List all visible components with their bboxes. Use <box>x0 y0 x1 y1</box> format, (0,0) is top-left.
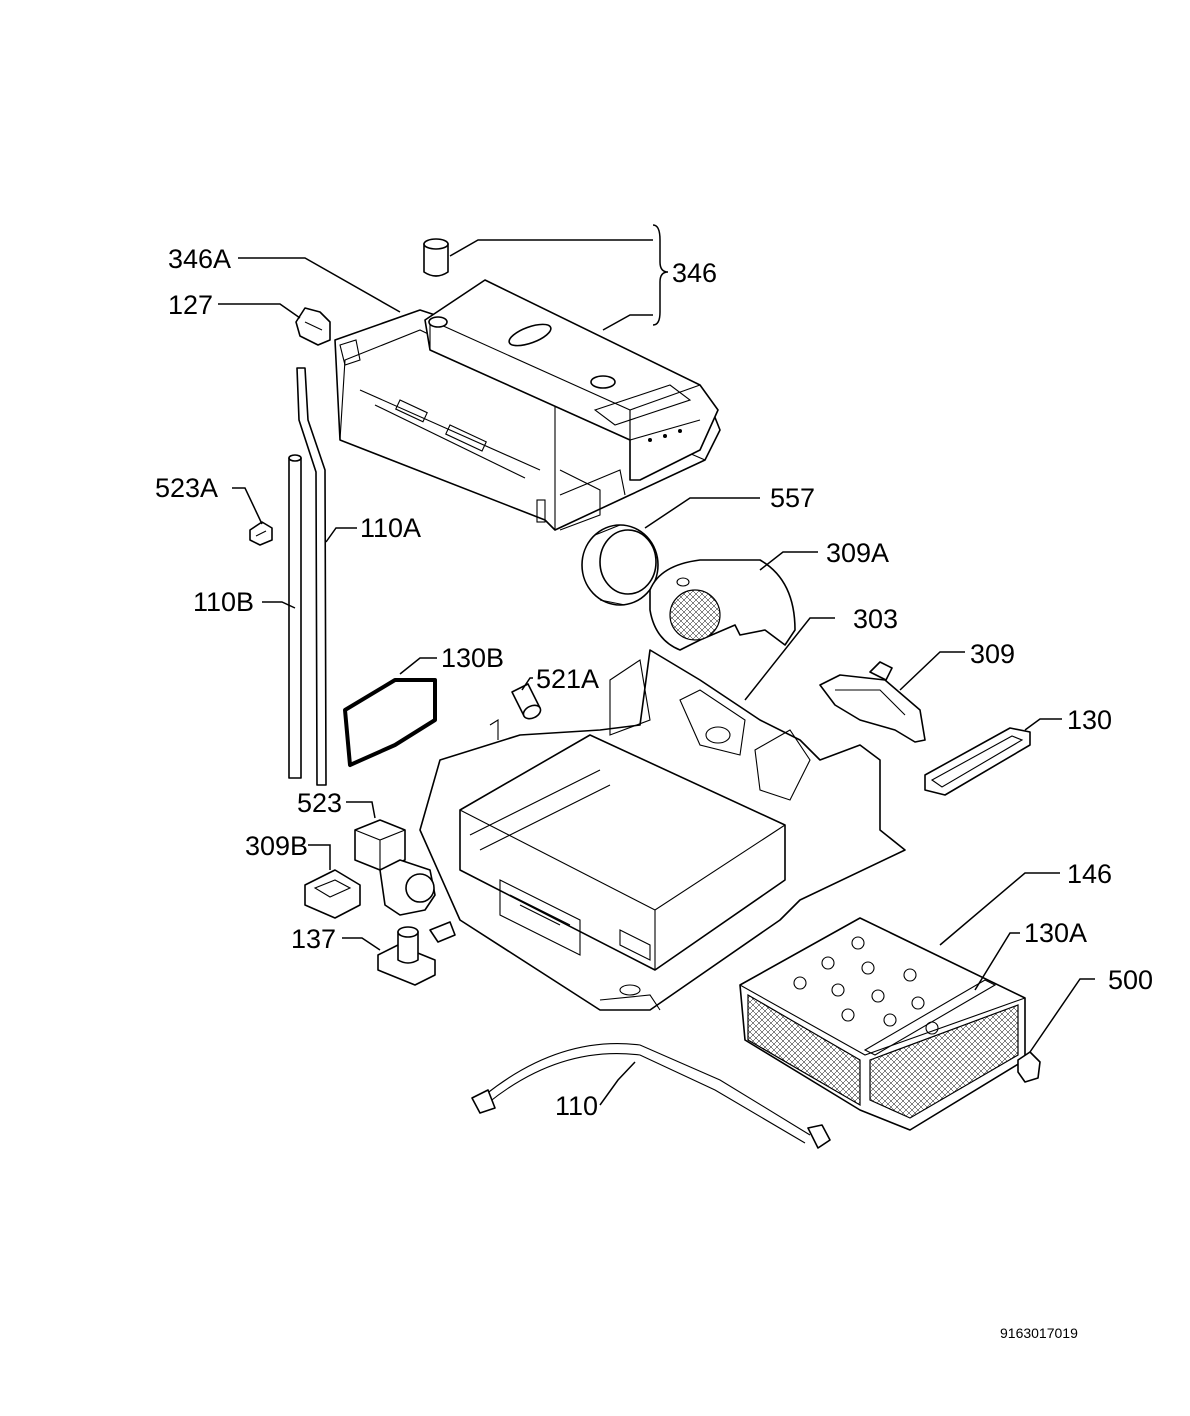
part-303-base-assembly <box>419 649 906 1011</box>
label-130A: 130A <box>1024 918 1087 948</box>
part-110-drain-hose <box>471 1043 831 1149</box>
label-110: 110 <box>555 1091 598 1121</box>
part-523-switch <box>354 819 406 871</box>
label-523A: 523A <box>155 473 218 503</box>
part-130A-seal <box>863 979 997 1056</box>
label-309: 309 <box>970 639 1015 669</box>
part-127-clip <box>295 307 361 366</box>
part-346-cap <box>423 238 449 277</box>
label-523: 523 <box>297 788 342 818</box>
part-pump-assembly <box>379 859 456 943</box>
part-521A-plug <box>511 683 542 720</box>
label-521A: 521A <box>536 664 599 694</box>
label-146: 146 <box>1067 859 1112 889</box>
part-130-gasket <box>924 727 1031 796</box>
label-130: 130 <box>1067 705 1112 735</box>
part-309-duct <box>819 661 926 743</box>
part-130B-gasket <box>343 678 437 767</box>
leader-lines <box>218 224 1095 1106</box>
document-number: 9163017019 <box>1000 1325 1078 1341</box>
label-557: 557 <box>770 483 815 513</box>
part-137-float-switch <box>377 926 436 986</box>
label-127: 127 <box>168 290 213 320</box>
part-110B-hose <box>288 454 302 779</box>
label-137: 137 <box>291 924 336 954</box>
label-309B: 309B <box>245 831 308 861</box>
label-346A: 346A <box>168 244 231 274</box>
part-557-ring <box>581 524 659 606</box>
label-110A: 110A <box>360 513 421 543</box>
label-303: 303 <box>853 604 898 634</box>
part-146-condenser <box>739 917 1026 1131</box>
label-110B: 110B <box>193 587 254 617</box>
part-346A-container-housing <box>334 309 721 531</box>
part-labels: 346A 346 127 523A 110A 110B 557 309A 303… <box>155 244 1153 1121</box>
part-346-tank <box>424 279 719 481</box>
label-309A: 309A <box>826 538 889 568</box>
label-346: 346 <box>672 258 717 288</box>
part-309A-fan-housing <box>649 559 796 651</box>
part-523A-clip <box>249 521 273 546</box>
label-130B: 130B <box>441 643 504 673</box>
label-500: 500 <box>1108 965 1153 995</box>
part-309B-connector <box>304 869 361 919</box>
part-110A-hose <box>296 367 327 786</box>
